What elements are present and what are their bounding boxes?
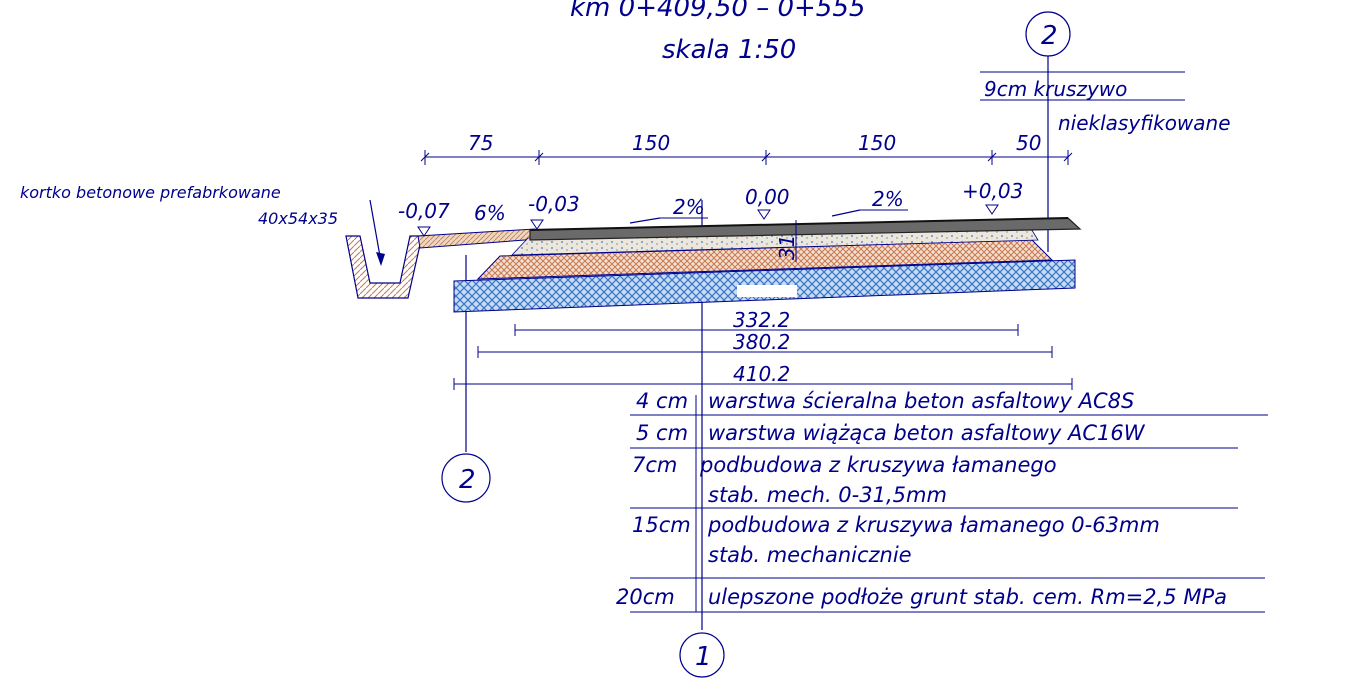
title-line-2: skala 1:50 [662, 35, 796, 65]
section-marker-2-left-label: 2 [459, 465, 476, 495]
elevation-marker-triangle-3 [757, 209, 771, 220]
layer-4-text-2: stab. mechanicznie [708, 543, 912, 567]
layer-3-text: podbudowa z kruszywa łamanego [699, 453, 1057, 477]
curb-note-leader-arrow [376, 252, 385, 266]
top-dimension-75: 75 [468, 131, 493, 155]
layer-2-thickness: 5 cm [636, 421, 688, 445]
elevation-label-1: -0,07 [398, 199, 450, 223]
section-marker-2-top-label: 2 [1041, 21, 1058, 51]
top-dimension-50: 50 [1016, 131, 1041, 155]
curb-note-leader [369, 199, 382, 263]
layer-2-text: warstwa wiążąca beton asfaltowy AC16W [708, 421, 1146, 445]
layer-1-thickness: 4 cm [636, 389, 688, 413]
elevation-marker-triangle-1 [417, 226, 431, 237]
bottom-dimension-332: 332.2 [733, 308, 790, 332]
concrete-curb [345, 235, 423, 299]
top-dimension-line [420, 150, 1073, 165]
layer-5-thickness: 20cm [616, 585, 675, 609]
top-dimension-150-left: 150 [632, 131, 670, 155]
top-dimension-150-right: 150 [858, 131, 896, 155]
layer-4-text: podbudowa z kruszywa łamanego 0-63mm [707, 513, 1160, 537]
asphalt-top-edge [529, 217, 1069, 231]
layer-4-thickness: 15cm [632, 513, 691, 537]
title-line-1: km 0+409,50 – 0+555 [570, 0, 865, 23]
bottom-dimension-lines [453, 324, 1073, 390]
subgrade-gap [737, 285, 797, 297]
slope-arrow-right [831, 209, 861, 217]
bottom-dimension-410: 410.2 [733, 362, 790, 386]
elevation-marker-triangle-2 [530, 219, 544, 230]
bottom-dimension-380: 380.2 [733, 330, 790, 354]
shoulder-note-line-2: nieklasyfikowane [1058, 111, 1231, 135]
elevation-label-4: +0,03 [962, 179, 1023, 203]
elevation-label-2: -0,03 [528, 192, 580, 216]
elevation-marker-triangle-4 [985, 204, 999, 215]
layer-5-text: ulepszone podłoże grunt stab. cem. Rm=2,… [708, 585, 1227, 609]
elevation-label-3: 0,00 [745, 185, 790, 209]
slope-label-right: 2% [872, 187, 904, 211]
layer-1-text: warstwa ścieralna beton asfaltowy AC8S [708, 389, 1134, 413]
layer-3-thickness: 7cm [632, 453, 677, 477]
curb-note-line-1: kortko betonowe prefabrkowane [20, 183, 281, 202]
curb-note-line-2: 40x54x35 [258, 209, 338, 228]
section-marker-1-bottom-label: 1 [695, 642, 712, 672]
thickness-label: 31 [775, 235, 799, 260]
shoulder-strip [417, 228, 539, 249]
slope-arrow-left [629, 217, 661, 224]
section-marker-2-left: 2 [441, 453, 491, 503]
section-marker-1-bottom: 1 [679, 632, 725, 678]
shoulder-note-line-1: 9cm kruszywo [984, 77, 1127, 101]
section-marker-2-top: 2 [1025, 11, 1071, 57]
slope-label-shoulder: 6% [474, 201, 506, 225]
layer-legend: 4 cm warstwa ścieralna beton asfaltowy A… [616, 389, 1268, 613]
layer-3-text-2: stab. mech. 0-31,5mm [708, 483, 947, 507]
slope-label-left: 2% [673, 195, 705, 219]
